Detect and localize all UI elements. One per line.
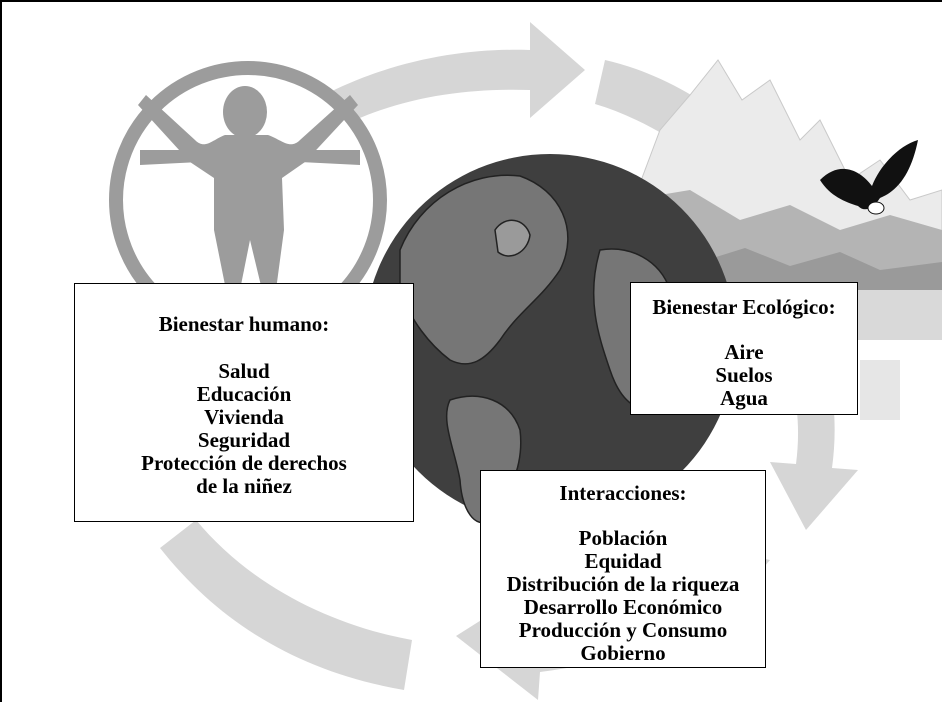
eagle-icon — [820, 140, 918, 215]
interactions-item: Desarrollo Económico — [523, 595, 723, 619]
spacer — [75, 336, 413, 360]
ecological-wellbeing-box: Bienestar Ecológico: Aire Suelos Agua — [630, 282, 858, 415]
human-arms-horizontal — [140, 150, 360, 165]
human-wellbeing-item: Educación — [196, 382, 292, 406]
ecological-wellbeing-item: Suelos — [715, 363, 773, 387]
human-wellbeing-item: Protección de derechos — [141, 451, 347, 475]
human-wellbeing-item: Seguridad — [197, 428, 291, 452]
interactions-item: Equidad — [584, 549, 662, 573]
cycle-arrow-left-segment — [160, 520, 412, 690]
human-head — [223, 86, 267, 138]
human-wellbeing-box: Bienestar humano: Salud Educación Vivien… — [74, 283, 414, 522]
globe-north-america — [399, 174, 569, 365]
human-wellbeing-item: Vivienda — [204, 405, 284, 429]
frame-top-line — [0, 0, 942, 2]
interactions-item: Población — [578, 526, 668, 550]
human-wellbeing-item: de la niñez — [196, 474, 292, 498]
cycle-arrow-right-tail — [860, 360, 900, 420]
eagle-head — [867, 201, 885, 215]
ecological-wellbeing-item: Agua — [720, 386, 768, 410]
eagle-wings — [820, 140, 918, 210]
spacer — [481, 505, 765, 527]
human-body — [138, 95, 358, 290]
interactions-item: Gobierno — [580, 641, 666, 665]
interactions-title: Interacciones: — [559, 481, 687, 505]
interactions-item: Producción y Consumo — [518, 618, 728, 642]
interactions-item: Distribución de la riqueza — [506, 572, 740, 596]
human-wellbeing-item: Salud — [218, 359, 270, 383]
ecological-wellbeing-item: Aire — [724, 340, 764, 364]
ecological-wellbeing-title: Bienestar Ecológico: — [652, 295, 836, 319]
cycle-arrow-top-segment — [330, 22, 585, 120]
spacer — [631, 319, 857, 341]
globe-greenland — [494, 219, 531, 257]
human-wellbeing-title: Bienestar humano: — [158, 312, 330, 336]
interactions-box: Interacciones: Población Equidad Distrib… — [480, 470, 766, 668]
frame-left-line — [0, 0, 2, 702]
